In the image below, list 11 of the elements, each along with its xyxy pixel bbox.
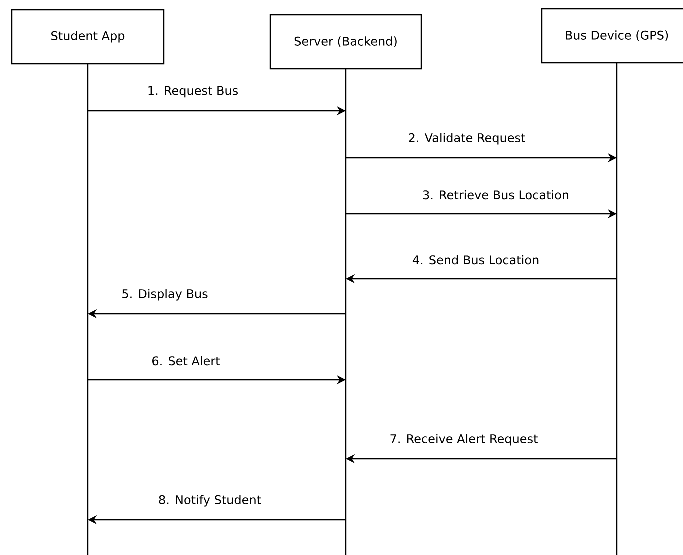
edge-label: 1. Request Bus <box>146 85 240 99</box>
participant-box: Bus Device (GPS) <box>541 8 683 64</box>
edge-label: 5. Display Bus <box>120 288 210 302</box>
edge-label: 7. Receive Alert Request <box>388 433 540 447</box>
edge-label: 3. Retrieve Bus Location <box>422 189 571 201</box>
participant-box: Server (Backend) <box>270 14 422 70</box>
participant-box: Student App <box>11 9 165 65</box>
edge-label: 6. Set Alert <box>150 355 222 367</box>
edge-label: 8. Notify Student <box>157 494 263 508</box>
edge-label: 4. Send Bus Location <box>411 254 541 266</box>
edge-label: 2. Validate Request <box>407 132 527 146</box>
